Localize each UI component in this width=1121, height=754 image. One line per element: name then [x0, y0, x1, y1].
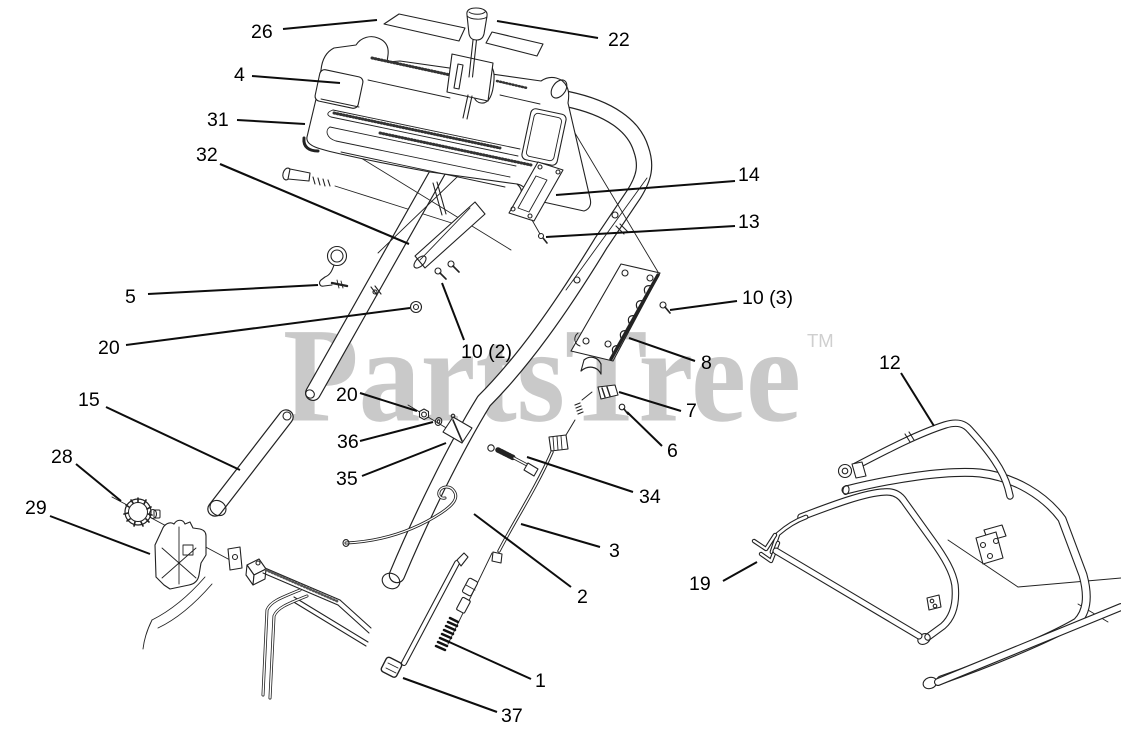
svg-text:20: 20: [98, 337, 120, 359]
svg-text:6: 6: [667, 440, 678, 462]
svg-text:10 (3): 10 (3): [742, 287, 793, 309]
svg-text:14: 14: [738, 164, 760, 186]
svg-text:2: 2: [577, 586, 588, 608]
svg-text:15: 15: [78, 389, 100, 411]
svg-text:20: 20: [336, 384, 358, 406]
svg-text:TM: TM: [807, 330, 834, 351]
svg-text:8: 8: [701, 352, 712, 374]
svg-text:12: 12: [879, 352, 901, 374]
svg-text:19: 19: [689, 573, 711, 595]
svg-text:26: 26: [251, 21, 273, 43]
svg-text:35: 35: [336, 468, 358, 490]
svg-text:22: 22: [608, 29, 630, 51]
svg-text:34: 34: [639, 486, 661, 508]
svg-text:7: 7: [686, 400, 697, 422]
svg-text:13: 13: [738, 211, 760, 233]
svg-text:36: 36: [337, 431, 359, 453]
svg-text:5: 5: [125, 286, 136, 308]
svg-text:10 (2): 10 (2): [461, 341, 512, 363]
svg-text:28: 28: [51, 446, 73, 468]
svg-text:37: 37: [501, 705, 523, 727]
svg-text:4: 4: [234, 64, 245, 86]
svg-text:32: 32: [196, 144, 218, 166]
svg-text:1: 1: [535, 670, 546, 692]
svg-text:3: 3: [609, 540, 620, 562]
svg-text:31: 31: [207, 109, 229, 131]
svg-text:29: 29: [25, 497, 47, 519]
